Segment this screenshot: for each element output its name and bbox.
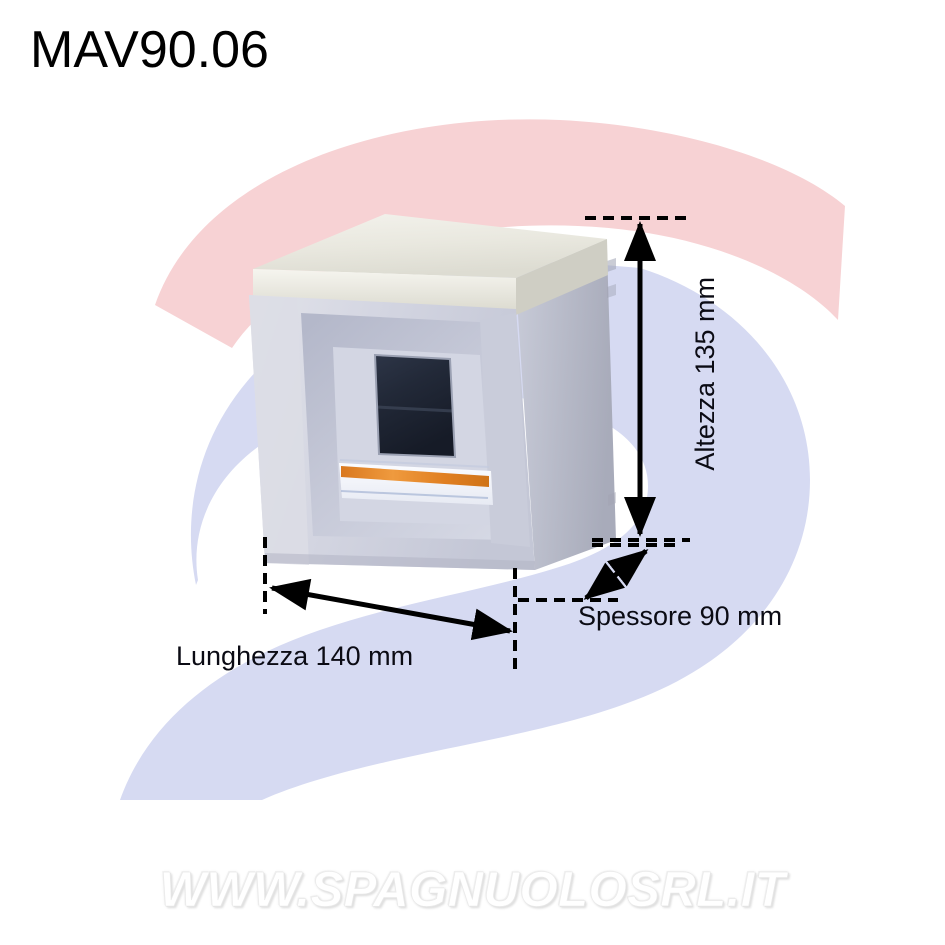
dimension-label-height: Altezza 135 mm bbox=[690, 277, 720, 471]
enclosure-bottom-shadow bbox=[265, 553, 535, 570]
enclosure-door-post bbox=[480, 313, 530, 547]
enclosure-window bbox=[375, 355, 455, 457]
enclosure-side-ridge-1 bbox=[607, 258, 616, 272]
site-watermark: WWW.SPAGNUOLOSRL.IT bbox=[159, 863, 786, 918]
enclosure-side-panel bbox=[516, 250, 616, 570]
enclosure-window-divider bbox=[376, 405, 454, 413]
lunghezza-dimension-arrow bbox=[269, 578, 513, 641]
enclosure-din-rail-stripe bbox=[341, 466, 489, 487]
product-image-enclosure bbox=[249, 214, 616, 570]
enclosure-lid-top bbox=[253, 214, 607, 278]
enclosure-lid-side bbox=[516, 239, 608, 315]
enclosure-side-ridge-2 bbox=[607, 284, 616, 298]
enclosure-side-ridge-3 bbox=[608, 492, 616, 506]
enclosure-window-border bbox=[373, 353, 457, 459]
page-title: MAV90.06 bbox=[30, 21, 269, 79]
dimension-label-length: Lunghezza 140 mm bbox=[176, 641, 414, 671]
dimension-label-thickness: Spessore 90 mm bbox=[578, 601, 783, 631]
spessore-dimension-arrow bbox=[583, 549, 649, 600]
enclosure-accent-line-2 bbox=[339, 459, 490, 468]
enclosure-left-column bbox=[249, 295, 309, 565]
enclosure-accent-line-1 bbox=[340, 490, 489, 499]
